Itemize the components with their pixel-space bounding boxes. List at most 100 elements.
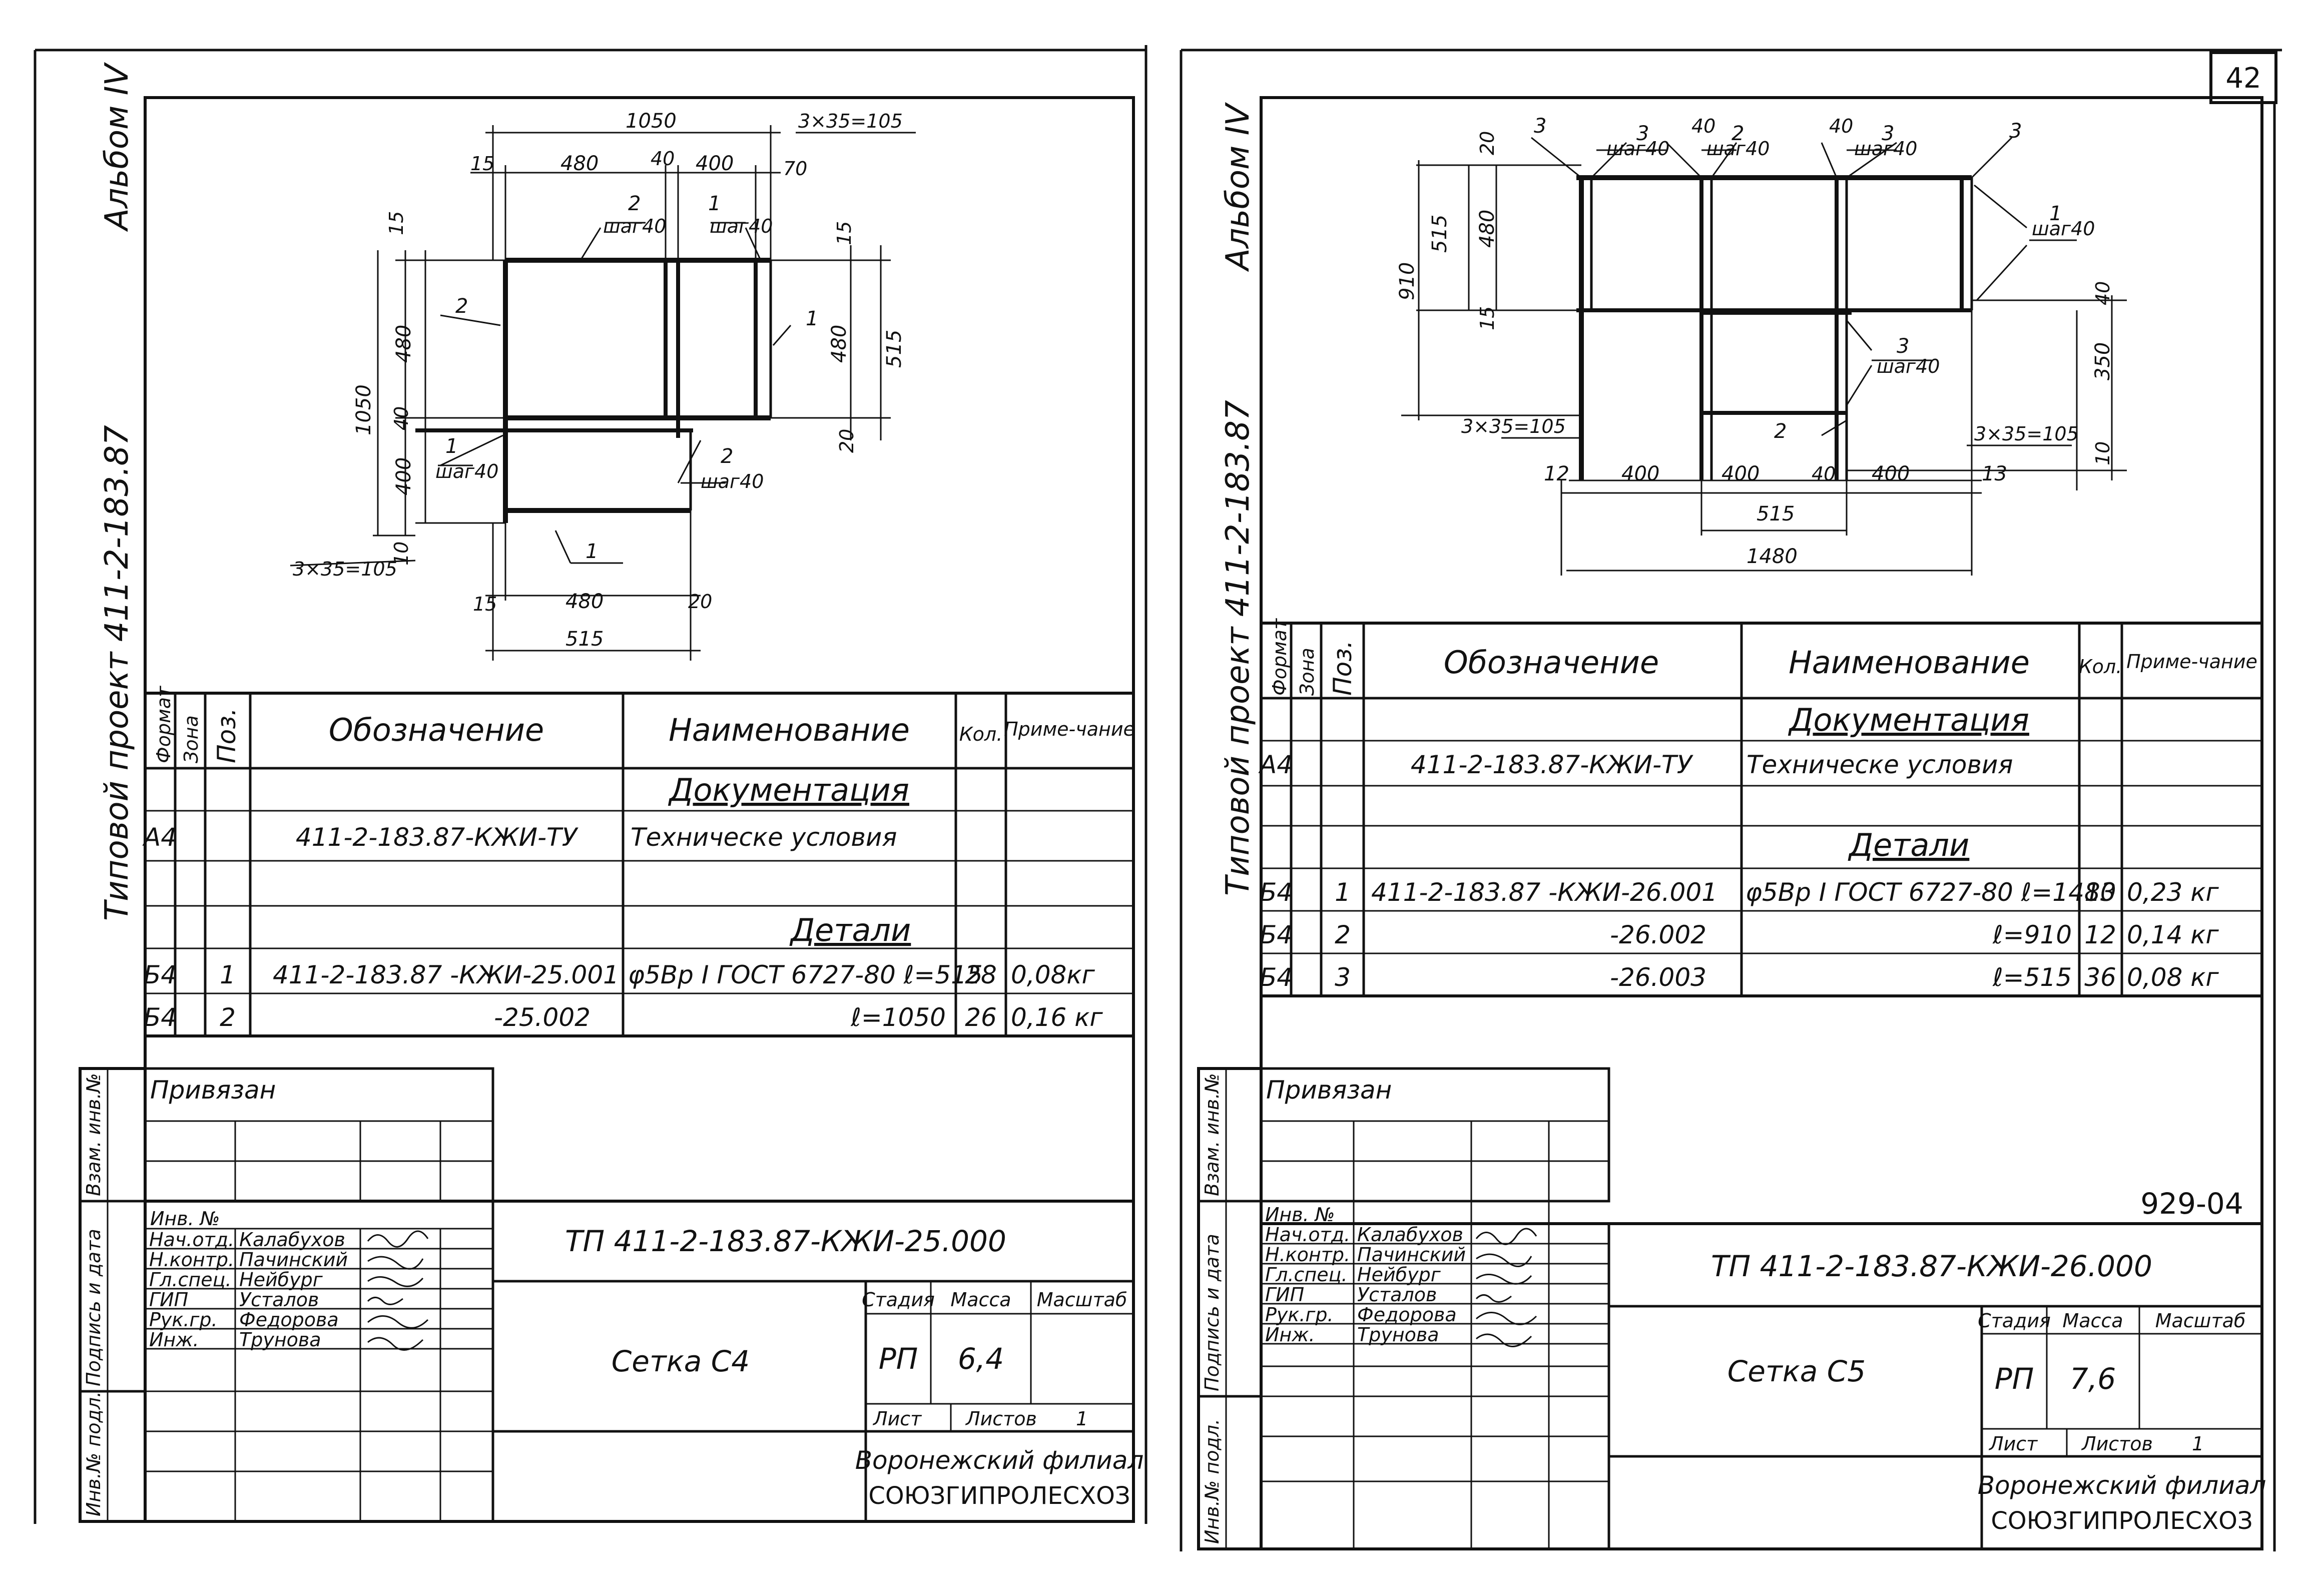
dim-label: 3 [1882, 122, 1894, 145]
dim-label: 40 [651, 148, 675, 170]
scale-label: Масштаб [2155, 1310, 2246, 1332]
dim-label: шаг40 [1854, 138, 1917, 160]
dim-label: 40 [1691, 115, 1715, 137]
dim-label: 1 [2049, 202, 2062, 225]
sheets-label: Листов [965, 1408, 1037, 1430]
col-name: Наименование [1789, 644, 2030, 681]
col-designation: Обозначение [329, 712, 544, 748]
mass-value: 6,4 [958, 1342, 1004, 1376]
org-line2: СОЮЗГИПРОЛЕСХОЗ [1991, 1507, 2252, 1535]
dim-label: 2 [1732, 122, 1744, 145]
table-row: Б4 1 411-2-183.87 -КЖИ-26.001 φ5Вр I ГОС… [1260, 878, 2219, 907]
drawing-title: Сетка С5 [1727, 1354, 1866, 1388]
strip-inv-orig: Инв.№ подл. [1201, 1419, 1223, 1544]
dim-label: 400 [696, 152, 734, 175]
strip-replace-inv: Взам. инв.№ [1201, 1073, 1223, 1196]
org-line1: Воронежский филиал [1978, 1471, 2266, 1500]
dim-label: 480 [1476, 210, 1499, 248]
mesh-drawing [1401, 137, 2127, 576]
page-frame-lines [34, 45, 2282, 1551]
dim-label: шаг40 [1706, 138, 1770, 160]
spec-table: Формат Зона Поз. Обозначение Наименовани… [142, 685, 1135, 1037]
role-label: Гл.спец. [1265, 1264, 1348, 1286]
section-documentation: Документация [668, 772, 909, 808]
row-pos: 2 [1335, 920, 1351, 949]
role-label: Инж. [149, 1329, 199, 1351]
row-name: φ5Вр I ГОСТ 6727-80 ℓ=1480 [1746, 878, 2116, 907]
row-pos: 1 [1335, 878, 1351, 907]
dim-label: 400 [1721, 462, 1760, 485]
row-qty: 26 [965, 1003, 997, 1032]
sheets-count: 1 [2192, 1433, 2204, 1455]
dim-label: шаг40 [435, 460, 498, 482]
dim-label: шаг40 [701, 470, 764, 492]
row-format: Б4 [1260, 963, 1293, 992]
col-format: Формат [153, 685, 175, 763]
role-rows: Нач.отд. Калабухов Н.контр. Пачинский Гл… [149, 1229, 348, 1351]
dim-label: 40 [390, 406, 412, 430]
role-name: Трунова [239, 1329, 321, 1351]
dim-label: 12 [1544, 462, 1569, 485]
row-pos: 3 [1335, 963, 1351, 992]
role-name: Калабухов [1357, 1224, 1463, 1246]
row-note: 0,23 кг [2127, 878, 2219, 907]
dim-label: 1050 [352, 384, 375, 435]
dim-label: 350 [2091, 342, 2114, 380]
dim-label: 1 [806, 307, 818, 330]
title-block: Взам. инв.№ Подпись и дата Инв.№ подл. П… [1197, 1067, 2266, 1550]
doc-format: А4 [1258, 750, 1293, 779]
col-zone: Зона [1296, 648, 1318, 696]
row-name: ℓ=515 [1992, 963, 2072, 992]
table-row: Б4 1 411-2-183.87 -КЖИ-25.001 φ5Вр I ГОС… [144, 960, 1095, 989]
role-name: Федорова [239, 1309, 339, 1331]
dim-label: 3 [2009, 120, 2022, 143]
dim-label: 910 [1396, 262, 1419, 300]
table-row: Б4 2 -26.002 ℓ=910 12 0,14 кг [1260, 920, 2219, 949]
role-label: Инж. [1265, 1324, 1315, 1346]
row-designation: 411-2-183.87 -КЖИ-26.001 [1371, 878, 1717, 907]
title-block: Взам. инв.№ Подпись и дата Инв.№ подл. П… [79, 1067, 1143, 1523]
drawing-code: ТП 411-2-183.87-КЖИ-25.000 [565, 1224, 1006, 1258]
dim-label: 3×35=105 [1974, 423, 2079, 445]
stage-label: Стадия [862, 1289, 935, 1311]
dim-label: 15 [385, 211, 407, 235]
dim-label: 400 [392, 457, 415, 495]
attached-label: Привязан [1266, 1076, 1392, 1105]
table-row: Б4 2 -25.002 ℓ=1050 26 0,16 кг [144, 1003, 1103, 1032]
strip-replace-inv: Взам. инв.№ [83, 1073, 105, 1196]
org-line2: СОЮЗГИПРОЛЕСХОЗ [868, 1482, 1130, 1510]
section-documentation: Документация [1788, 702, 2029, 738]
dim-label: 400 [1621, 462, 1659, 485]
doc-designation: 411-2-183.87-КЖИ-ТУ [296, 823, 579, 852]
mesh-dimension-labels: 1050 3×35=105 15 480 40 400 70 2 шаг40 1… [293, 110, 906, 651]
dim-label: 2 [455, 295, 468, 318]
drawing-title: Сетка С4 [612, 1344, 750, 1378]
sheets-count: 1 [1076, 1408, 1088, 1430]
drawing-code: ТП 411-2-183.87-КЖИ-26.000 [1711, 1249, 2152, 1283]
col-pos: Поз. [212, 708, 241, 763]
dim-label: 20 [836, 429, 858, 453]
col-zone: Зона [180, 715, 202, 763]
album-label: Альбом IV [1220, 102, 1257, 272]
role-rows: Нач.отд. Калабухов Н.контр. Пачинский Гл… [1265, 1224, 1466, 1346]
project-side-label: Типовой проект 411-2-183.87 [1220, 400, 1257, 896]
col-format: Формат [1269, 618, 1291, 696]
col-name: Наименование [669, 712, 910, 748]
section-parts: Детали [1848, 827, 1970, 863]
role-label: Нач.отд. [1265, 1224, 1350, 1246]
mass-label: Масса [950, 1289, 1011, 1311]
dim-label: 3×35=105 [798, 110, 903, 132]
col-qty: Кол. [959, 723, 1003, 745]
doc-name: Техническе условия [1747, 750, 2013, 779]
row-qty: 12 [2084, 920, 2116, 949]
role-label: ГИП [149, 1289, 188, 1311]
row-designation: -26.002 [1610, 920, 1706, 949]
dim-label: 20 [688, 591, 712, 613]
inv-label: Инв. № [1265, 1204, 1335, 1226]
row-qty: 36 [2084, 963, 2116, 992]
col-note: Приме-чание [2126, 651, 2257, 673]
role-label: Рук.гр. [149, 1309, 218, 1331]
extra-number: 929-04 [2140, 1187, 2243, 1221]
dim-label: 480 [560, 152, 599, 175]
